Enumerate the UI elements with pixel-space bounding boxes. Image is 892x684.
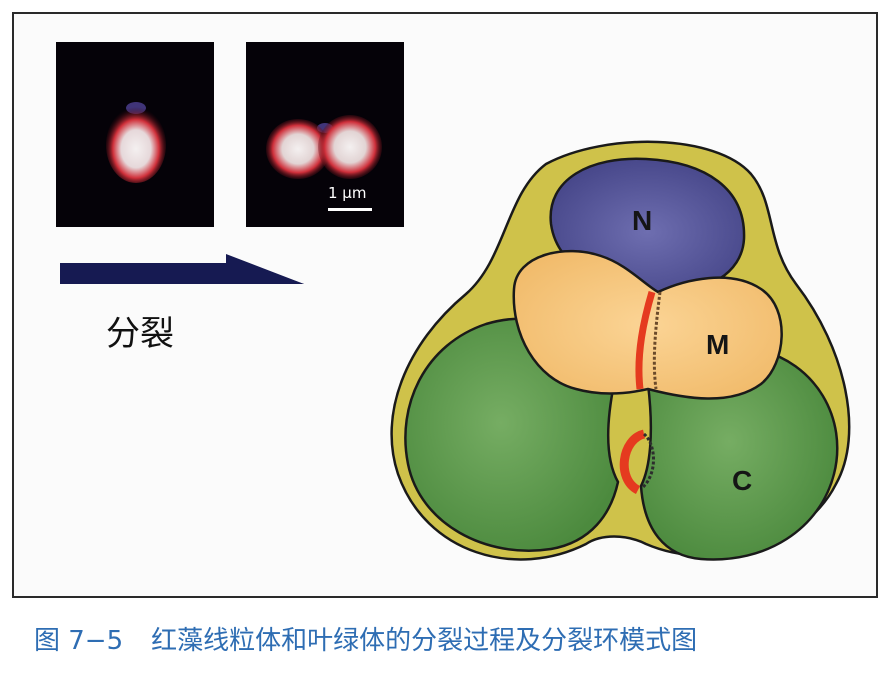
scale-bar-label: 1 μm bbox=[328, 184, 367, 202]
division-label: 分裂 bbox=[106, 314, 174, 354]
division-ring-model: N M C bbox=[390, 140, 851, 561]
scale-bar bbox=[328, 208, 372, 211]
organelle-image-dividing bbox=[266, 115, 382, 179]
mitochondrion bbox=[512, 249, 783, 400]
micrograph-before-division bbox=[56, 42, 214, 227]
organelle-image-single bbox=[106, 102, 166, 183]
figure-panel: 1 μm 分裂 bbox=[12, 12, 878, 598]
figure-caption: 图 7−5 红藻线粒体和叶绿体的分裂过程及分裂环模式图 bbox=[34, 620, 697, 657]
figure-number: 图 7−5 bbox=[34, 626, 124, 656]
division-arrow bbox=[60, 254, 304, 284]
mitochondrion-ring-back bbox=[652, 291, 662, 390]
nucleus-label: N bbox=[632, 205, 652, 236]
figure-title: 红藻线粒体和叶绿体的分裂过程及分裂环模式图 bbox=[151, 626, 698, 656]
mitochondrion-label: M bbox=[706, 329, 729, 360]
chloroplast-label: C bbox=[732, 465, 752, 496]
chloroplast-division-ring bbox=[619, 429, 646, 495]
mitochondrion-division-ring bbox=[635, 291, 656, 390]
chloroplast-ring-back bbox=[640, 432, 655, 490]
micrograph-during-division: 1 μm bbox=[246, 42, 404, 227]
